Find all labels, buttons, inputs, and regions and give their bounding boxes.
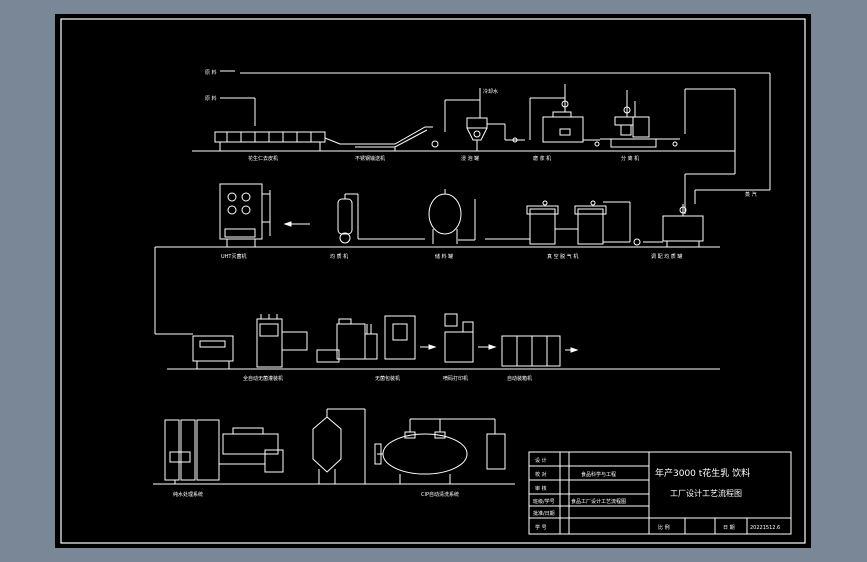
row4-label-1: 纯水处理系统 [173,491,203,498]
water-treatment-system [164,419,284,484]
row3-label-4: 自动装箱机 [507,375,532,382]
row2-label-5: 调 配 均 质 罐 [651,253,682,260]
case-packer [501,335,579,367]
row3-label-1: 全自动无菌灌装机 [243,375,283,382]
pipe-label: 冷却水 [483,88,498,95]
row2-process: 蒸 汽 [155,183,770,260]
inkjet-printer [444,313,497,363]
drawing-title-line2: 工厂设计工艺流程图 [670,488,742,498]
row4-process: 纯水处理系统 CIP自动清洗系统 [153,408,515,498]
row1-label-2: 不锈钢输送机 [355,155,385,162]
row2-side-label: 蒸 汽 [745,191,757,198]
row2-label-1: UHT灭菌机 [221,253,246,260]
tb-row-label-1: 设 计 [535,457,547,464]
peeler-machine [214,131,355,151]
uht-sterilizer [219,183,271,247]
tb-date-label: 日 期 [723,525,735,531]
tb-row-label-2: 校 对 [535,471,547,478]
tb-row-label-5: 批准/日期 [533,510,555,517]
tb-date-value: 20221512.6 [750,525,780,531]
stream-label-2: 原 料 [205,95,217,102]
homogenizer [337,193,425,244]
inkjet-coder [384,315,437,360]
grinding-machine [529,84,600,147]
drawing-sheet: 原 料 原 料 冷却水 [55,14,811,548]
row3-label-2: 无菌包装机 [375,375,400,382]
row1-label-1: 花生仁去皮机 [248,155,278,162]
drawing-frame [60,18,806,544]
drawing-title-line1: 年产3000 t花生乳 饮料 [655,467,750,479]
row3-process: 全自动无菌灌装机 无菌包装机 喷码打印机 自动装箱机 [167,313,720,382]
tb-row-value-2: 食品科学与工程 [581,471,616,478]
stream-label-1: 原 料 [205,69,217,76]
row3-label-3: 喷码打印机 [443,375,468,382]
row4-label-2: CIP自动清洗系统 [421,491,459,498]
tb-row-value-4: 食品工厂设计工艺流程图 [571,498,626,505]
row1-label-4: 磨 浆 机 [533,155,551,162]
blending-tank [643,204,704,247]
soaking-tank [466,117,525,151]
storage-tank [428,189,476,244]
separator-machine [600,90,680,148]
row2-label-4: 真 空 脱 气 机 [547,253,578,260]
cip-system [312,408,506,484]
tb-row-label-6: 学 号 [535,524,547,531]
row1-label-3: 浸 泡 罐 [461,155,479,162]
tb-row-label-4: 班级/学号 [533,498,555,505]
row2-label-3: 储 料 罐 [435,253,453,260]
tb-row-label-3: 审 核 [535,485,547,492]
row1-process: 原 料 原 料 冷却水 [192,69,771,214]
row1-label-5: 分 离 机 [621,155,639,162]
title-block: 设 计 校 对 审 核 班级/学号 批准/日期 学 号 食品科学与工程 食品工厂… [528,451,792,535]
vacuum-deaerator [485,200,641,246]
aseptic-filler [192,314,308,369]
row2-label-2: 均 质 机 [330,253,348,260]
conveyor [355,126,439,151]
tb-scale-label: 比 例 [658,524,670,531]
aseptic-packer [316,318,378,363]
